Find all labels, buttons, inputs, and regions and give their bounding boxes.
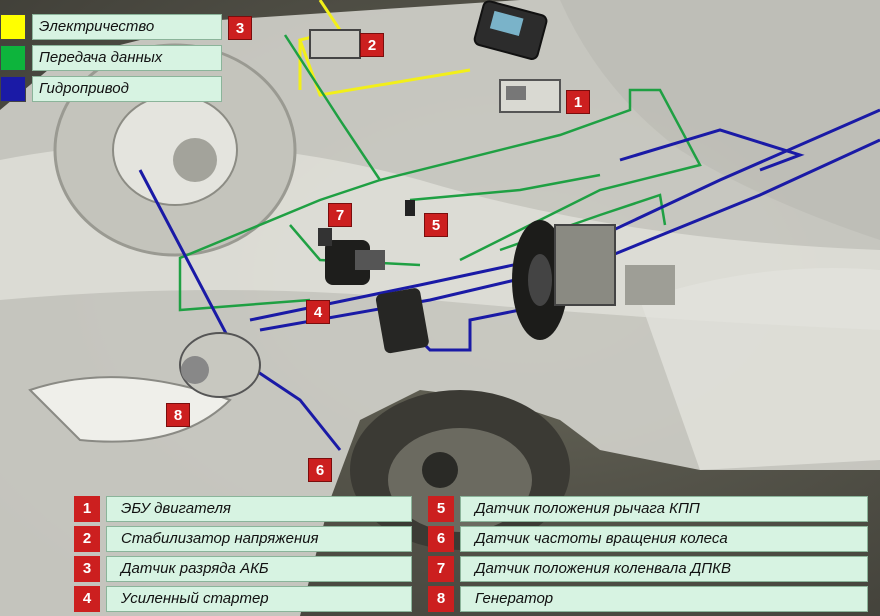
part-row: 8 Генератор xyxy=(428,586,868,612)
diagnostic-device xyxy=(473,0,548,60)
part-row: 4 Усиленный стартер xyxy=(74,586,412,612)
legend-item-electric: Электричество xyxy=(0,14,222,40)
door-panel xyxy=(640,268,880,470)
gear-lever-sensor xyxy=(405,200,415,216)
legend-item-hydraulic: Гидропривод xyxy=(0,76,222,102)
part-number: 5 xyxy=(428,496,454,522)
part-number: 6 xyxy=(428,526,454,552)
windshield xyxy=(560,0,880,240)
part-row: 5 Датчик положения рычага КПП xyxy=(428,496,868,522)
electric-wires xyxy=(298,0,471,97)
legend-item-data: Передача данных xyxy=(0,45,222,71)
abs-module xyxy=(375,288,429,354)
part-row: 6 Датчик частоты вращения колеса xyxy=(428,526,868,552)
part-number: 7 xyxy=(428,556,454,582)
parts-list-right: 5 Датчик положения рычага КПП 6 Датчик ч… xyxy=(428,496,868,616)
part-number: 1 xyxy=(74,496,100,522)
legend-swatch-blue xyxy=(0,76,26,102)
parts-list-left: 1 ЭБУ двигателя 2 Стабилизатор напряжени… xyxy=(74,496,412,616)
part-label: ЭБУ двигателя xyxy=(106,496,412,522)
badge-2: 2 xyxy=(360,33,384,57)
part-row: 1 ЭБУ двигателя xyxy=(74,496,412,522)
part-label: Датчик положения коленвала ДПКВ xyxy=(460,556,868,582)
part-row: 7 Датчик положения коленвала ДПКВ xyxy=(428,556,868,582)
part-row: 2 Стабилизатор напряжения xyxy=(74,526,412,552)
legend: Электричество Передача данных Гидроприво… xyxy=(0,14,222,107)
part-label: Датчик положения рычага КПП xyxy=(460,496,868,522)
legend-label: Электричество xyxy=(32,14,222,40)
part-row: 3 Датчик разряда АКБ xyxy=(74,556,412,582)
part-label: Датчик разряда АКБ xyxy=(106,556,412,582)
part-number: 2 xyxy=(74,526,100,552)
alternator xyxy=(179,332,261,398)
badge-1: 1 xyxy=(566,90,590,114)
badge-8: 8 xyxy=(166,403,190,427)
starter-unit xyxy=(325,240,385,285)
crank-sensor xyxy=(318,228,332,246)
part-label: Генератор xyxy=(460,586,868,612)
part-number: 3 xyxy=(74,556,100,582)
badge-3: 3 xyxy=(228,16,252,40)
legend-label: Передача данных xyxy=(32,45,222,71)
pedal-assembly xyxy=(554,224,675,306)
legend-swatch-green xyxy=(0,45,26,71)
badge-7: 7 xyxy=(328,203,352,227)
part-label: Усиленный стартер xyxy=(106,586,412,612)
badge-5: 5 xyxy=(424,213,448,237)
part-number: 4 xyxy=(74,586,100,612)
voltage-stabilizer xyxy=(309,29,361,59)
part-number: 8 xyxy=(428,586,454,612)
part-label: Стабилизатор напряжения xyxy=(106,526,412,552)
part-label: Датчик частоты вращения колеса xyxy=(460,526,868,552)
ecu-unit xyxy=(499,79,561,113)
badge-4: 4 xyxy=(306,300,330,324)
badge-6: 6 xyxy=(308,458,332,482)
legend-swatch-yellow xyxy=(0,14,26,40)
legend-label: Гидропривод xyxy=(32,76,222,102)
